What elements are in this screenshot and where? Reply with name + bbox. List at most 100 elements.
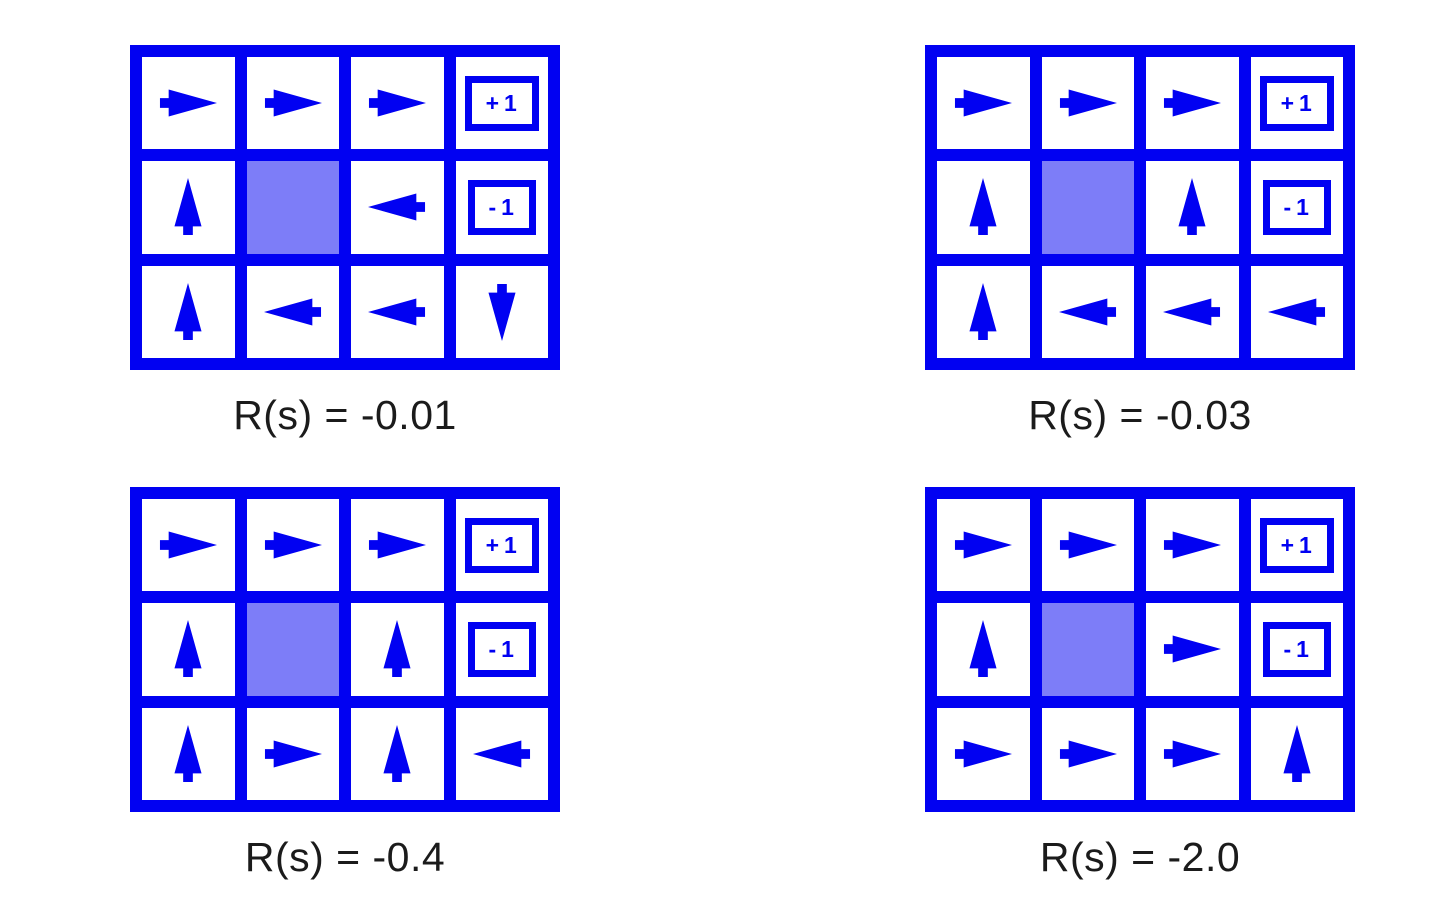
blocked-cell	[246, 603, 339, 696]
up-arrow-icon	[174, 620, 202, 678]
up-arrow-icon	[969, 178, 997, 236]
blocked-cell	[1041, 603, 1134, 696]
right-arrow-cell	[1146, 707, 1239, 800]
plus-one-box: +1	[1259, 75, 1334, 131]
right-arrow-cell	[246, 707, 339, 800]
minus-one-box: -1	[1262, 621, 1331, 677]
right-arrow-cell	[142, 57, 235, 150]
reward-label: R(s) = -2.0	[1039, 834, 1241, 880]
blocked-cell	[246, 161, 339, 254]
left-arrow-cell	[1250, 265, 1343, 358]
up-arrow-cell	[351, 603, 444, 696]
up-arrow-cell	[937, 161, 1030, 254]
left-arrow-icon	[1163, 298, 1221, 326]
terminal-cell-minus-one: -1	[1250, 161, 1343, 254]
plus-one-box: +1	[1259, 517, 1334, 573]
right-arrow-icon	[264, 740, 322, 768]
right-arrow-cell	[937, 57, 1030, 150]
right-arrow-cell	[1041, 499, 1134, 592]
right-arrow-cell	[142, 499, 235, 592]
up-arrow-icon	[1283, 724, 1311, 782]
terminal-cell-minus-one: -1	[455, 161, 548, 254]
terminal-cell-plus-one: +1	[455, 499, 548, 592]
down-arrow-cell	[455, 265, 548, 358]
terminal-cell-minus-one: -1	[455, 603, 548, 696]
left-arrow-cell	[455, 707, 548, 800]
right-arrow-icon	[160, 89, 218, 117]
right-arrow-icon	[955, 531, 1013, 559]
up-arrow-cell	[142, 707, 235, 800]
gridworld-figure-r-0-01: +1 -1 R(s) = -0.01	[130, 45, 560, 439]
up-arrow-icon	[383, 620, 411, 678]
reward-label: R(s) = -0.01	[233, 392, 457, 438]
right-arrow-cell	[1146, 603, 1239, 696]
left-arrow-cell	[246, 265, 339, 358]
right-arrow-icon	[369, 89, 427, 117]
terminal-cell-plus-one: +1	[455, 57, 548, 150]
up-arrow-cell	[142, 265, 235, 358]
reward-label: R(s) = -0.03	[1028, 392, 1252, 438]
terminal-cell-plus-one: +1	[1250, 57, 1343, 150]
left-arrow-icon	[368, 298, 426, 326]
blocked-cell	[1041, 161, 1134, 254]
right-arrow-icon	[264, 531, 322, 559]
right-arrow-cell	[1041, 57, 1134, 150]
up-arrow-icon	[969, 282, 997, 340]
right-arrow-icon	[264, 89, 322, 117]
left-arrow-icon	[368, 193, 426, 222]
right-arrow-cell	[351, 499, 444, 592]
left-arrow-cell	[1146, 265, 1239, 358]
up-arrow-icon	[174, 282, 202, 340]
gridworld-grid: +1 -1	[130, 487, 560, 812]
right-arrow-cell	[351, 57, 444, 150]
up-arrow-cell	[1250, 707, 1343, 800]
left-arrow-icon	[263, 298, 321, 326]
left-arrow-icon	[472, 740, 530, 768]
up-arrow-cell	[1146, 161, 1239, 254]
right-arrow-icon	[1164, 89, 1222, 117]
terminal-cell-minus-one: -1	[1250, 603, 1343, 696]
right-arrow-cell	[1146, 499, 1239, 592]
up-arrow-icon	[383, 724, 411, 782]
plus-one-box: +1	[464, 517, 539, 573]
up-arrow-cell	[937, 265, 1030, 358]
right-arrow-icon	[1164, 740, 1222, 768]
minus-one-box: -1	[467, 179, 536, 235]
gridworld-figure-r-0-03: +1 -1 R(s) = -0.03	[925, 45, 1355, 439]
up-arrow-icon	[1178, 178, 1206, 236]
right-arrow-icon	[369, 531, 427, 559]
left-arrow-cell	[351, 161, 444, 254]
right-arrow-icon	[955, 89, 1013, 117]
right-arrow-icon	[160, 531, 218, 559]
up-arrow-cell	[351, 707, 444, 800]
right-arrow-cell	[937, 707, 1030, 800]
left-arrow-cell	[1041, 265, 1134, 358]
gridworld-grid: +1 -1	[925, 45, 1355, 370]
right-arrow-icon	[1164, 531, 1222, 559]
reward-label: R(s) = -0.4	[244, 834, 446, 880]
right-arrow-icon	[1059, 740, 1117, 768]
right-arrow-cell	[1146, 57, 1239, 150]
gridworld-grid: +1 -1	[925, 487, 1355, 812]
plus-one-box: +1	[464, 75, 539, 131]
up-arrow-cell	[142, 603, 235, 696]
right-arrow-icon	[1059, 531, 1117, 559]
right-arrow-cell	[246, 499, 339, 592]
left-arrow-cell	[351, 265, 444, 358]
minus-one-box: -1	[1262, 179, 1331, 235]
up-arrow-cell	[142, 161, 235, 254]
gridworld-grid: +1 -1	[130, 45, 560, 370]
right-arrow-icon	[1164, 635, 1222, 664]
up-arrow-icon	[969, 620, 997, 678]
right-arrow-cell	[1041, 707, 1134, 800]
right-arrow-cell	[937, 499, 1030, 592]
gridworld-figure-r-0-4: +1 -1 R(s) = -0.4	[130, 487, 560, 881]
terminal-cell-plus-one: +1	[1250, 499, 1343, 592]
down-arrow-icon	[488, 283, 516, 341]
up-arrow-icon	[174, 178, 202, 236]
left-arrow-icon	[1267, 298, 1325, 326]
right-arrow-icon	[1059, 89, 1117, 117]
up-arrow-cell	[937, 603, 1030, 696]
minus-one-box: -1	[467, 621, 536, 677]
